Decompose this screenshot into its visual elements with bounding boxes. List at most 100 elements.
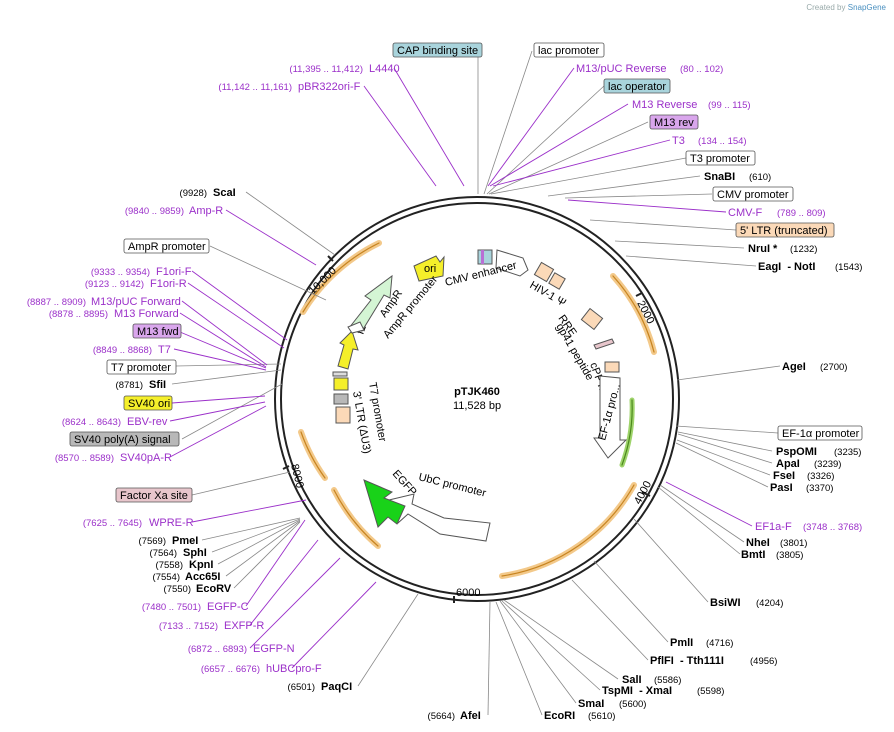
primer-leaders: [169, 67, 753, 669]
primer-t7-range: (8849 .. 8868): [93, 345, 152, 356]
tick-8000-mark: [282, 465, 290, 470]
tick-8000: 8000: [288, 463, 306, 490]
orf-arc-4: [298, 429, 328, 481]
leader-fsei: [676, 439, 771, 476]
enzyme-sali-pos: (5586): [654, 675, 681, 686]
enzyme-nrui: NruI *: [748, 243, 778, 255]
box-factor-xa-bg: [115, 487, 193, 503]
primer-cmvf: CMV-F: [728, 207, 763, 219]
enzyme-pmei-pos: (7569): [139, 536, 166, 547]
pl-m13puc-rev: [487, 67, 575, 187]
box-cmv-promoter-bg: [712, 186, 794, 202]
primer-ef1a-f: EF1a-F: [755, 521, 792, 533]
leader-pasi: [675, 442, 769, 488]
leader-lines: [171, 50, 781, 716]
box-sv40-ori-bg: [123, 395, 173, 411]
leader-scai: [245, 191, 336, 256]
enzyme-tspmi-xmai: TspMI - XmaI: [602, 685, 672, 697]
enzyme-bmti-pos: (3805): [776, 550, 803, 561]
pl-sv40pa-r: [169, 405, 267, 458]
enzyme-apai: ApaI: [776, 458, 800, 470]
primer-sv40pa-r: SV40pA-R: [120, 452, 172, 464]
snapgene-credit: Created by SnapGene: [806, 3, 886, 12]
box-lac-promoter-bg: [533, 42, 605, 58]
enzyme-labels: (9928) ScaI SnaBI (610) NruI * (1232) Ea…: [116, 171, 863, 722]
box-t3-promoter: T3 promoter: [690, 153, 750, 165]
primer-f1ori-f: F1ori-F: [156, 266, 192, 278]
leader-ecori: [495, 601, 543, 716]
leader-kpni: [217, 519, 301, 565]
enzyme-pasi: PasI: [770, 482, 793, 494]
pl-cmvf: [567, 199, 727, 213]
primer-m13puc-fwd: M13/pUC Forward: [91, 296, 181, 308]
enzyme-kpni: KpnI: [189, 559, 213, 571]
leader-eagi: [625, 255, 757, 267]
enzyme-kpni-pos: (7558): [156, 560, 183, 571]
enzyme-paqci-pos: (6501): [288, 682, 315, 693]
plasmid-name: pTJK460: [454, 386, 500, 398]
primer-l4440: L4440: [369, 63, 400, 75]
ef1a-promoter-arrow: [593, 375, 628, 459]
box-lac-promoter: lac promoter: [538, 45, 599, 57]
boxed-feature-labels: CAP binding site lac promoter lac operat…: [69, 42, 863, 503]
primer-wpre-r-range: (7625 .. 7645): [83, 518, 142, 529]
primer-egfp-c-range: (7480 .. 7501): [142, 602, 201, 613]
box-cmv-promoter: CMV promoter: [717, 189, 789, 201]
tick-2000-mark: [635, 292, 643, 297]
ori-arrow: [413, 255, 445, 282]
enzyme-pmli-pos: (4716): [706, 638, 733, 649]
primer-labels: (11,395 .. 11,412) L4440 (11,142 .. 11,1…: [27, 63, 862, 675]
cppt-box: [604, 361, 620, 373]
primer-m13-fwd-range: (8878 .. 8895): [49, 309, 108, 320]
ubc-promoter-arrow: [388, 493, 491, 542]
orf-arc-1-line: [612, 275, 655, 353]
enzyme-sali: SalI: [622, 674, 642, 686]
leader-tspmi: [501, 600, 601, 691]
enzyme-pmli: PmlI: [670, 637, 693, 649]
leader-sali: [503, 599, 619, 680]
leader-factorxa: [191, 471, 291, 496]
pl-f1ori-r: [187, 282, 285, 349]
pl-f1ori-f: [191, 270, 288, 341]
leader-pflfi: [571, 579, 649, 661]
enzyme-pspomi-pos: (3235): [834, 447, 861, 458]
ampr-promoter-marker: [347, 321, 365, 334]
enzyme-pmei: PmeI: [172, 535, 198, 547]
pl-ampr: [225, 209, 317, 266]
primer-t3: T3: [672, 135, 685, 147]
primer-ampr: Amp-R: [189, 205, 223, 217]
leader-agei: [676, 365, 781, 381]
orf-arcs: [298, 240, 657, 579]
orf-arc-4-line: [300, 431, 326, 479]
primer-wpre-r: WPRE-R: [149, 517, 194, 529]
box-m13fwd-bg: [132, 323, 182, 339]
box-sv40-polya-bg: [69, 431, 180, 447]
pl-egfp-c: [245, 519, 306, 607]
leader-m13rev: [488, 121, 649, 195]
enzyme-tspmi-xmai-pos: (5598): [697, 686, 724, 697]
leader-acc65i: [225, 520, 301, 577]
leader-sphi: [211, 518, 301, 553]
box-factor-xa: Factor Xa site: [120, 490, 188, 502]
enzyme-agei: AgeI: [782, 361, 806, 373]
primer-l4440-range: (11,395 .. 11,412): [289, 64, 363, 75]
label-ubc-promoter: UbC promoter: [417, 471, 487, 499]
primer-exfp-r: EXFP-R: [224, 620, 264, 632]
pl-m13fwd-box: [179, 331, 267, 369]
primer-cmvf-range: (789 .. 809): [777, 208, 826, 219]
cmv-enhancer-arrow: [495, 249, 529, 277]
orf-arc-3-line: [333, 489, 379, 547]
tick-10000-mark: [327, 255, 334, 262]
enzyme-pflfi-tth111i: PflFI - Tth111I: [650, 655, 724, 667]
enzyme-acc65i-pos: (7554): [153, 572, 180, 583]
leader-t7-promoter: [175, 363, 282, 367]
primer-pbr322-range: (11,142 .. 11,161): [218, 82, 292, 93]
enzyme-fsei: FseI: [773, 470, 795, 482]
box-lac-operator-bg: [603, 78, 671, 94]
backbone-inner: [280, 202, 674, 596]
primer-ebv-rev-range: (8624 .. 8643): [62, 417, 121, 428]
lac-stripe: [481, 250, 484, 264]
enzyme-paqci: PaqCI: [321, 681, 352, 693]
leader-paqci: [357, 593, 419, 687]
orf-arc-5-line: [302, 242, 380, 313]
